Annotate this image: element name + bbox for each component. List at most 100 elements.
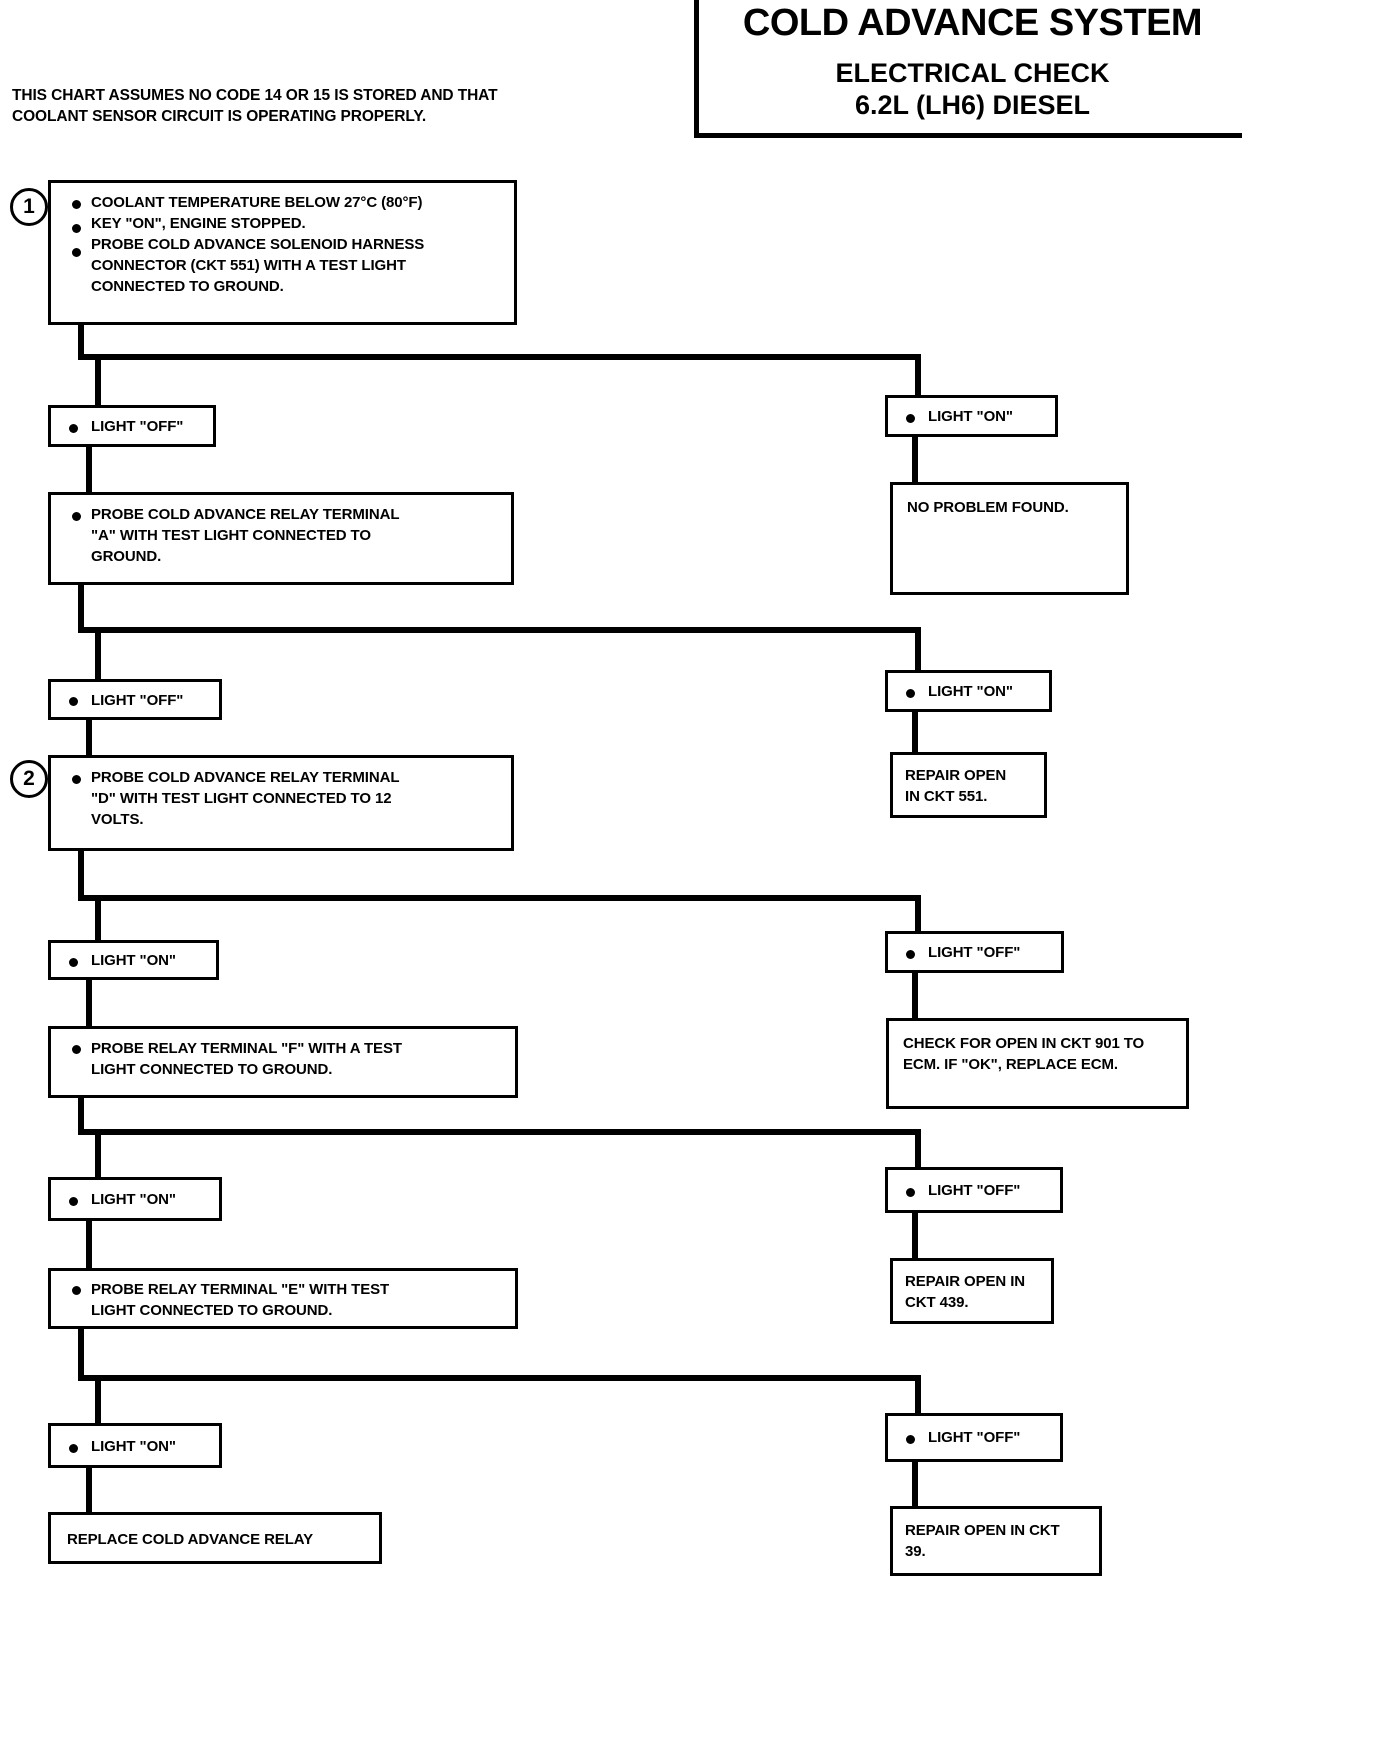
- bullet-icon: [72, 1045, 81, 1054]
- note-line-1: THIS CHART ASSUMES NO CODE 14 OR 15 IS S…: [12, 87, 498, 104]
- repair-39-line-2: 39.: [905, 1543, 926, 1560]
- probe-e-line-1: PROBE RELAY TERMINAL "E" WITH TEST: [91, 1281, 390, 1298]
- connector-step1-down: [78, 322, 84, 360]
- box-light-off-3: LIGHT "OFF": [885, 931, 1064, 973]
- connector-split-5-left-down: [95, 1375, 101, 1423]
- connector-lightoff2-down: [86, 720, 92, 755]
- box-probe-relay-terminal-f: PROBE RELAY TERMINAL "F" WITH A TEST LIG…: [48, 1026, 518, 1098]
- header-divider-horizontal: [694, 133, 1242, 138]
- connector-lightoff3-down: [912, 973, 918, 1018]
- replace-relay-label: REPLACE COLD ADVANCE RELAY: [67, 1531, 314, 1548]
- chart-assumption-note: THIS CHART ASSUMES NO CODE 14 OR 15 IS S…: [12, 85, 632, 127]
- box-probe-relay-terminal-d: PROBE COLD ADVANCE RELAY TERMINAL "D" WI…: [48, 755, 514, 851]
- box-repair-open-ckt-551: REPAIR OPEN IN CKT 551.: [890, 752, 1047, 818]
- repair-551-line-1: REPAIR OPEN: [905, 767, 1007, 784]
- connector-lighton3-down: [86, 980, 92, 1026]
- bullet-icon: [69, 1197, 78, 1206]
- connector-probee-down: [78, 1329, 84, 1381]
- bullet-icon: [72, 512, 81, 521]
- connector-split-2-right-down: [915, 627, 921, 670]
- box-probe-relay-terminal-e: PROBE RELAY TERMINAL "E" WITH TEST LIGHT…: [48, 1268, 518, 1329]
- box-no-problem-found: NO PROBLEM FOUND.: [890, 482, 1129, 595]
- bullet-icon: [906, 950, 915, 959]
- connector-lightoff4-down: [912, 1213, 918, 1258]
- step1-condition-3-line3: CONNECTED TO GROUND.: [91, 278, 284, 295]
- probe-d-line-2: "D" WITH TEST LIGHT CONNECTED TO 12: [91, 790, 392, 807]
- light-on-1-label: LIGHT "ON": [928, 408, 1013, 425]
- light-off-5-label: LIGHT "OFF": [928, 1429, 1021, 1446]
- box-repair-open-ckt-39: REPAIR OPEN IN CKT 39.: [890, 1506, 1102, 1576]
- repair-439-line-2: CKT 439.: [905, 1294, 969, 1311]
- connector-split-1-right-down: [915, 354, 921, 395]
- step1-condition-1: COOLANT TEMPERATURE BELOW 27°C (80°F): [91, 194, 423, 211]
- header-divider-vertical: [694, 0, 699, 137]
- bullet-icon: [69, 424, 78, 433]
- step-marker-1: 1: [10, 188, 48, 226]
- connector-split-4-right-down: [915, 1129, 921, 1167]
- step1-condition-3-line1: PROBE COLD ADVANCE SOLENOID HARNESS: [91, 236, 425, 253]
- box-light-on-2: LIGHT "ON": [885, 670, 1052, 712]
- check-901-line-2: ECM. IF "OK", REPLACE ECM.: [903, 1056, 1118, 1073]
- bullet-icon: [906, 689, 915, 698]
- bullet-icon: [72, 248, 81, 257]
- step1-condition-3-line2: CONNECTOR (CKT 551) WITH A TEST LIGHT: [91, 257, 406, 274]
- connector-split-5: [78, 1375, 921, 1381]
- light-on-2-label: LIGHT "ON": [928, 683, 1013, 700]
- connector-lightoff5-down: [912, 1462, 918, 1506]
- connector-lighton5-down: [86, 1468, 92, 1512]
- connector-split-3: [78, 895, 921, 901]
- bullet-icon: [72, 200, 81, 209]
- connector-split-1: [78, 354, 921, 360]
- connector-split-2-left-down: [95, 627, 101, 679]
- connector-lighton4-down: [86, 1221, 92, 1268]
- connector-probed-down: [78, 851, 84, 901]
- probe-a-line-2: "A" WITH TEST LIGHT CONNECTED TO: [91, 527, 371, 544]
- connector-probef-down: [78, 1083, 84, 1135]
- connector-split-1-left-down: [95, 354, 101, 405]
- connector-split-2: [78, 627, 921, 633]
- box-light-on-3: LIGHT "ON": [48, 940, 219, 980]
- step-marker-2: 2: [10, 760, 48, 798]
- connector-split-4-left-down: [95, 1129, 101, 1177]
- light-off-3-label: LIGHT "OFF": [928, 944, 1021, 961]
- bullet-icon: [72, 775, 81, 784]
- probe-e-line-2: LIGHT CONNECTED TO GROUND.: [91, 1302, 333, 1319]
- light-off-1-label: LIGHT "OFF": [91, 418, 184, 435]
- box-probe-relay-terminal-a: PROBE COLD ADVANCE RELAY TERMINAL "A" WI…: [48, 492, 514, 585]
- box-replace-cold-advance-relay: REPLACE COLD ADVANCE RELAY: [48, 1512, 382, 1564]
- probe-f-line-2: LIGHT CONNECTED TO GROUND.: [91, 1061, 333, 1078]
- bullet-icon: [69, 697, 78, 706]
- bullet-icon: [69, 958, 78, 967]
- connector-lighton2-down: [912, 712, 918, 752]
- light-off-4-label: LIGHT "OFF": [928, 1182, 1021, 1199]
- connector-split-5-right-down: [915, 1375, 921, 1413]
- repair-439-line-1: REPAIR OPEN IN: [905, 1273, 1026, 1290]
- light-on-3-label: LIGHT "ON": [91, 952, 176, 969]
- page-title: COLD ADVANCE SYSTEM: [742, 2, 1203, 44]
- connector-lightoff1-down: [86, 447, 92, 492]
- connector-split-3-left-down: [95, 895, 101, 940]
- probe-a-line-3: GROUND.: [91, 548, 162, 565]
- repair-551-line-2: IN CKT 551.: [905, 788, 988, 805]
- bullet-icon: [72, 224, 81, 233]
- probe-f-line-1: PROBE RELAY TERMINAL "F" WITH A TEST: [91, 1040, 402, 1057]
- bullet-icon: [906, 1435, 915, 1444]
- connector-split-4: [78, 1129, 921, 1135]
- step1-condition-2: KEY "ON", ENGINE STOPPED.: [91, 215, 306, 232]
- box-check-open-ckt-901: CHECK FOR OPEN IN CKT 901 TO ECM. IF "OK…: [886, 1018, 1189, 1109]
- box-step1-conditions: COOLANT TEMPERATURE BELOW 27°C (80°F) KE…: [48, 180, 517, 325]
- bullet-icon: [69, 1444, 78, 1453]
- repair-39-line-1: REPAIR OPEN IN CKT: [905, 1522, 1060, 1539]
- check-901-line-1: CHECK FOR OPEN IN CKT 901 TO: [903, 1035, 1145, 1052]
- box-light-on-1: LIGHT "ON": [885, 395, 1058, 437]
- bullet-icon: [906, 414, 915, 423]
- bullet-icon: [72, 1286, 81, 1295]
- light-on-5-label: LIGHT "ON": [91, 1438, 176, 1455]
- page-subtitle-check: ELECTRICAL CHECK: [835, 58, 1110, 88]
- box-repair-open-ckt-439: REPAIR OPEN IN CKT 439.: [890, 1258, 1054, 1324]
- box-light-off-2: LIGHT "OFF": [48, 679, 222, 720]
- box-light-on-4: LIGHT "ON": [48, 1177, 222, 1221]
- connector-split-3-right-down: [915, 895, 921, 931]
- no-problem-found-label: NO PROBLEM FOUND.: [907, 499, 1069, 516]
- box-light-off-4: LIGHT "OFF": [885, 1167, 1063, 1213]
